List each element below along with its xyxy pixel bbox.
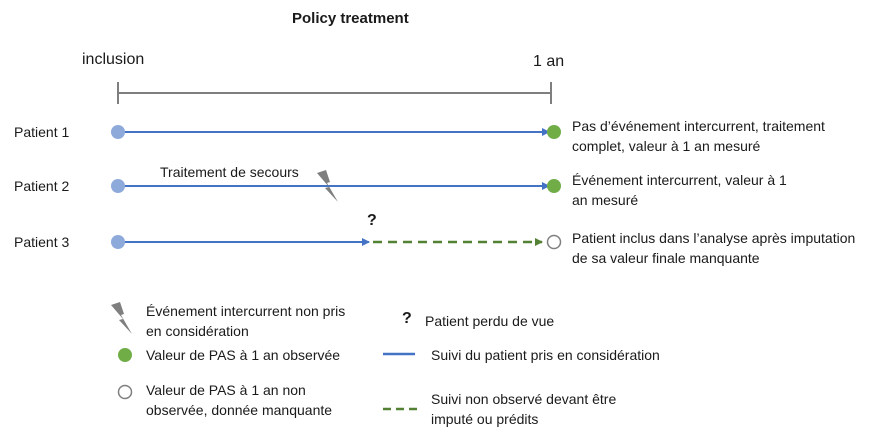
legend-missing-value-text: Valeur de PAS à 1 an non observée, donné… — [146, 382, 333, 418]
legend-intercurrent-event-text: Événement intercurrent non pris en consi… — [146, 303, 346, 339]
legend-lost-marker: ? — [402, 310, 412, 327]
diagram-title: Policy treatment — [292, 10, 409, 27]
patient-2-description: Événement intercurrent, valeur à 1 an me… — [572, 172, 787, 208]
legend-lost-to-followup-text: Patient perdu de vue — [425, 313, 555, 329]
legend-missing-value-icon — [117, 384, 133, 400]
timeline-bar — [117, 82, 552, 104]
patient-1-inclusion-point — [111, 125, 125, 139]
legend-followup-considered-text: Suivi du patient pris en considération — [431, 347, 660, 363]
legend-observed-value-icon — [118, 348, 132, 362]
timeline-start-label: inclusion — [82, 51, 145, 68]
patient-1-observed-value-point — [547, 125, 561, 139]
patient-2-observed-value-point — [547, 179, 561, 193]
patient-3-inclusion-point — [111, 235, 125, 249]
patient-2-event-label: Traitement de secours — [160, 164, 299, 180]
patient-2-lightning-icon — [317, 170, 338, 202]
legend-followup-imputed-text: Suivi non observé devant être imputé ou … — [431, 391, 617, 427]
patient-3-description: Patient inclus dans l’analyse après impu… — [572, 230, 856, 266]
legend-observed-value-text: Valeur de PAS à 1 an observée — [146, 347, 341, 363]
patient-3-label: Patient 3 — [14, 234, 70, 250]
patient-1-label: Patient 1 — [14, 124, 70, 140]
patient-2-inclusion-point — [111, 179, 125, 193]
legend-lightning-icon — [111, 302, 132, 334]
patient-3-lost-marker: ? — [367, 212, 377, 229]
patient-1-description: Pas d’événement intercurrent, traitement… — [572, 118, 825, 154]
patient-3-missing-value-point — [546, 234, 562, 250]
patient-2-label: Patient 2 — [14, 178, 70, 194]
timeline-end-label: 1 an — [533, 53, 565, 70]
